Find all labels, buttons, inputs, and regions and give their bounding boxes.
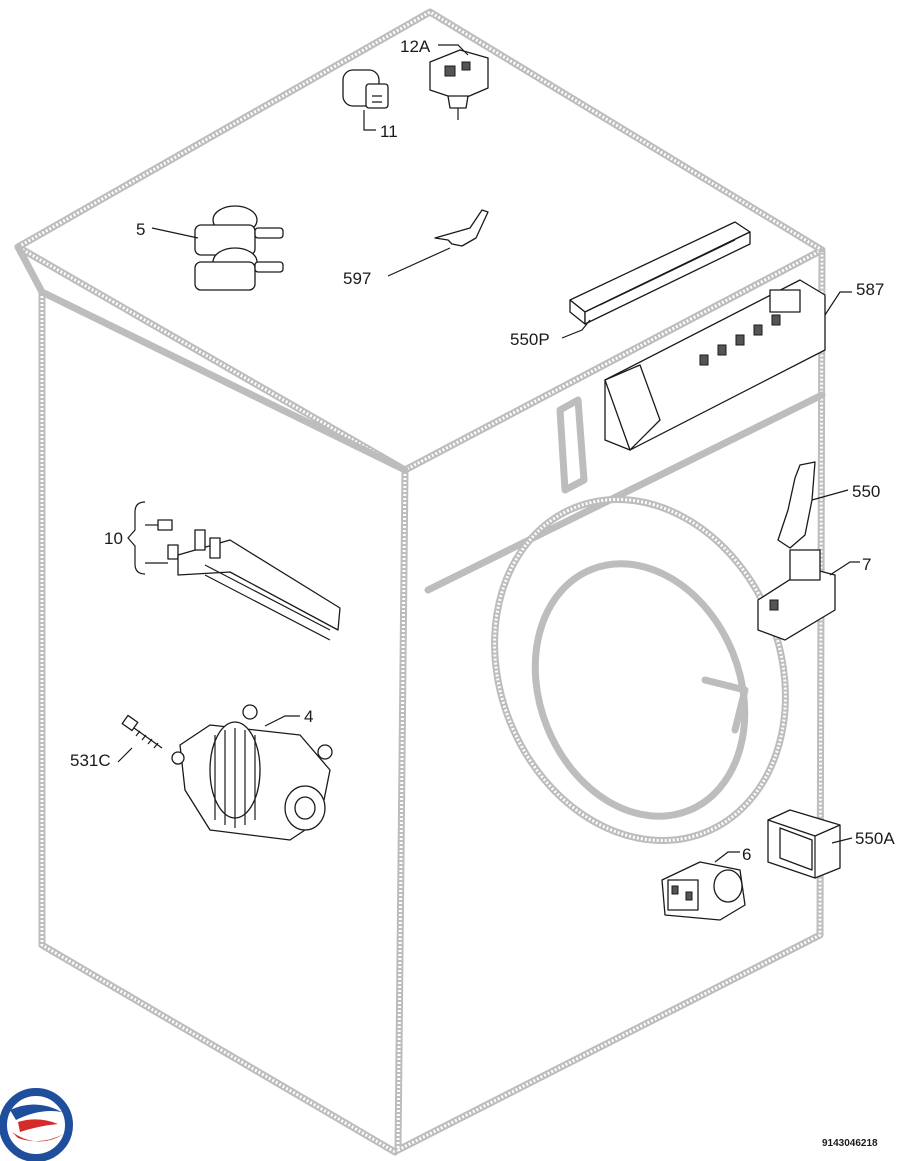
brand-swirl-logo-icon xyxy=(0,1088,73,1161)
label-5: 5 xyxy=(136,220,145,239)
capacitor-part-11: 11 xyxy=(342,69,398,141)
label-587: 587 xyxy=(856,280,884,299)
label-550p: 550P xyxy=(510,330,550,349)
door-interlock-part-7: 7 xyxy=(757,549,871,641)
panel-strip-part-550p: 550P xyxy=(510,221,751,349)
label-7: 7 xyxy=(862,555,871,574)
motor-part-4: 4 xyxy=(171,704,333,841)
control-board-part-587: 587 xyxy=(604,279,884,451)
cabinet-outline xyxy=(14,8,826,1156)
label-550a: 550A xyxy=(855,829,895,848)
label-4: 4 xyxy=(304,707,313,726)
drain-pump-part-6: 6 xyxy=(661,845,751,921)
inlet-valve-part-5: 5 xyxy=(136,205,284,291)
label-550: 550 xyxy=(852,482,880,501)
label-531c: 531C xyxy=(70,751,111,770)
label-11: 11 xyxy=(380,122,398,141)
label-12a: 12A xyxy=(400,37,431,56)
label-6: 6 xyxy=(742,845,751,864)
cover-block-part-550a: 550A xyxy=(767,809,895,879)
label-10: 10 xyxy=(104,529,123,548)
pressure-switch-part-12a: 12A xyxy=(400,37,489,120)
clip-part-597: 597 xyxy=(343,209,489,288)
screw-part-531c: 531C xyxy=(70,714,163,770)
door-handle-part-550: 550 xyxy=(777,461,880,549)
heating-element-part-10: 10 xyxy=(104,501,341,641)
drawing-number: 9143046218 xyxy=(822,1138,878,1149)
label-597: 597 xyxy=(343,269,371,288)
